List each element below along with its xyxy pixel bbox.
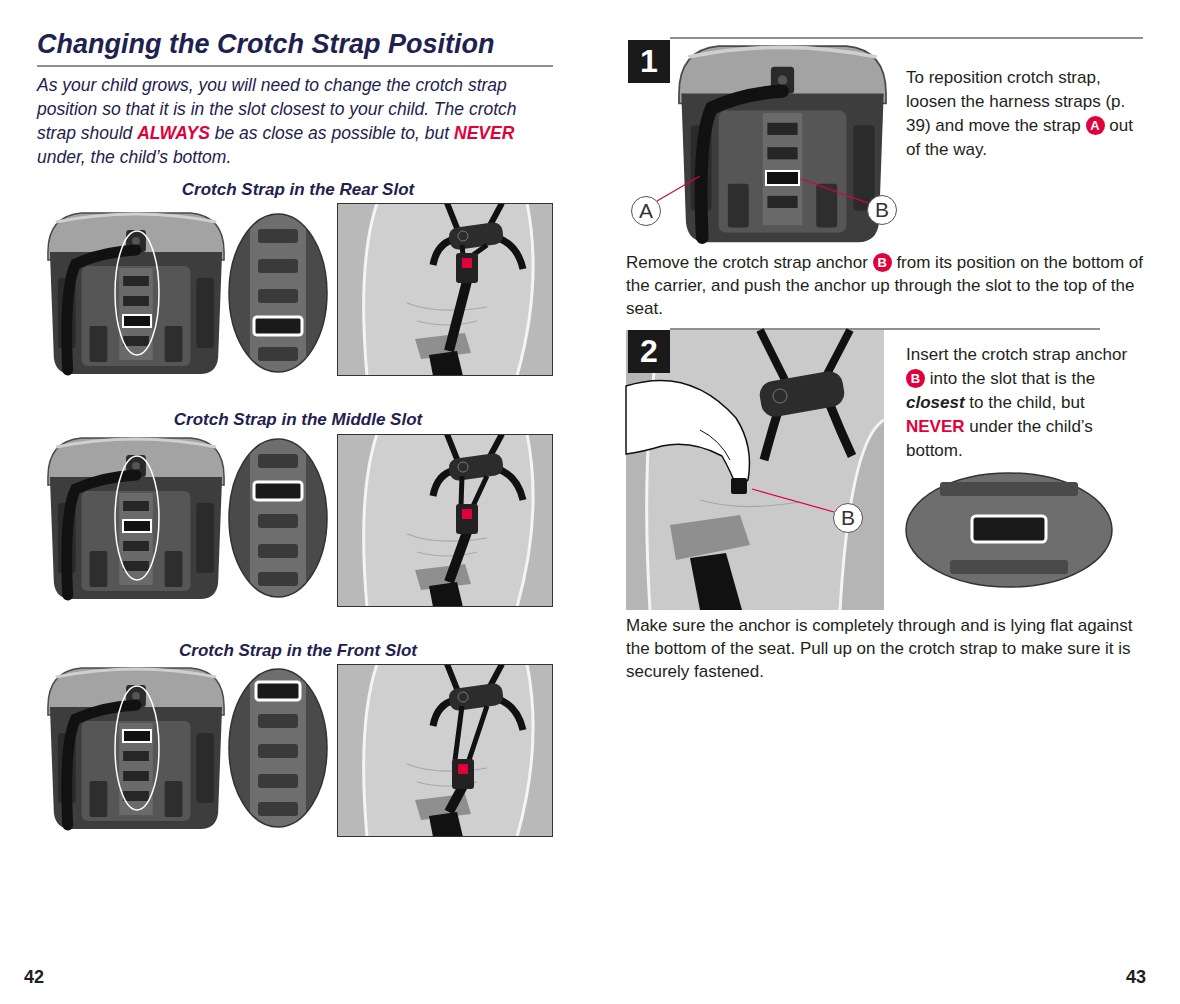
- callout-letter: B: [833, 503, 863, 533]
- body-text: Insert the crotch strap anchor: [906, 345, 1127, 364]
- warning-word: ALWAYS: [137, 123, 210, 143]
- step-text: Insert the crotch strap anchor B into th…: [906, 343, 1134, 463]
- body-text: Make sure the anchor is completely throu…: [626, 616, 1133, 681]
- page-title: Changing the Crotch Strap Position: [37, 29, 495, 60]
- step-number: 2: [640, 333, 658, 370]
- callout-letter: B: [867, 195, 897, 225]
- figure-caption: Crotch Strap in the Front Slot: [37, 639, 559, 662]
- step-text: Remove the crotch strap anchor B from it…: [626, 251, 1156, 320]
- callout-holder: A: [631, 196, 661, 226]
- callout-holder: B: [867, 195, 897, 225]
- inline-callout: B: [906, 369, 925, 388]
- body-text: be as close as possible to, but: [215, 123, 449, 143]
- step-number: 1: [640, 43, 658, 80]
- step-number-box: 2: [628, 330, 670, 373]
- step-text: Make sure the anchor is completely throu…: [626, 614, 1156, 683]
- body-text: Remove the crotch strap anchor: [626, 253, 868, 272]
- page-number: 42: [24, 966, 64, 989]
- emphasis: closest: [906, 393, 965, 412]
- caption-text: Crotch Strap in the Front Slot: [179, 641, 417, 660]
- step-text: To reposition crotch strap, loosen the h…: [906, 66, 1151, 162]
- inline-callout: A: [1086, 116, 1105, 135]
- callout-letter: A: [631, 196, 661, 226]
- body-text: under, the child’s bottom.: [37, 147, 231, 167]
- body-text: into the slot that is the: [930, 369, 1095, 388]
- figure-caption: Crotch Strap in the Middle Slot: [37, 408, 559, 431]
- callout-holder: B: [833, 503, 863, 533]
- step-number-box: 1: [628, 40, 670, 83]
- intro-paragraph: As your child grows, you will need to ch…: [37, 73, 559, 169]
- body-text: to the child, but: [969, 393, 1084, 412]
- figure-caption: Crotch Strap in the Rear Slot: [37, 178, 559, 201]
- page-number: 42: [24, 967, 44, 987]
- warning-word: NEVER: [906, 417, 965, 436]
- page-number: 43: [1126, 966, 1166, 989]
- caption-text: Crotch Strap in the Rear Slot: [182, 180, 414, 199]
- warning-word: NEVER: [454, 123, 514, 143]
- page-number: 43: [1126, 967, 1146, 987]
- caption-text: Crotch Strap in the Middle Slot: [174, 410, 422, 429]
- inline-callout: B: [873, 253, 892, 272]
